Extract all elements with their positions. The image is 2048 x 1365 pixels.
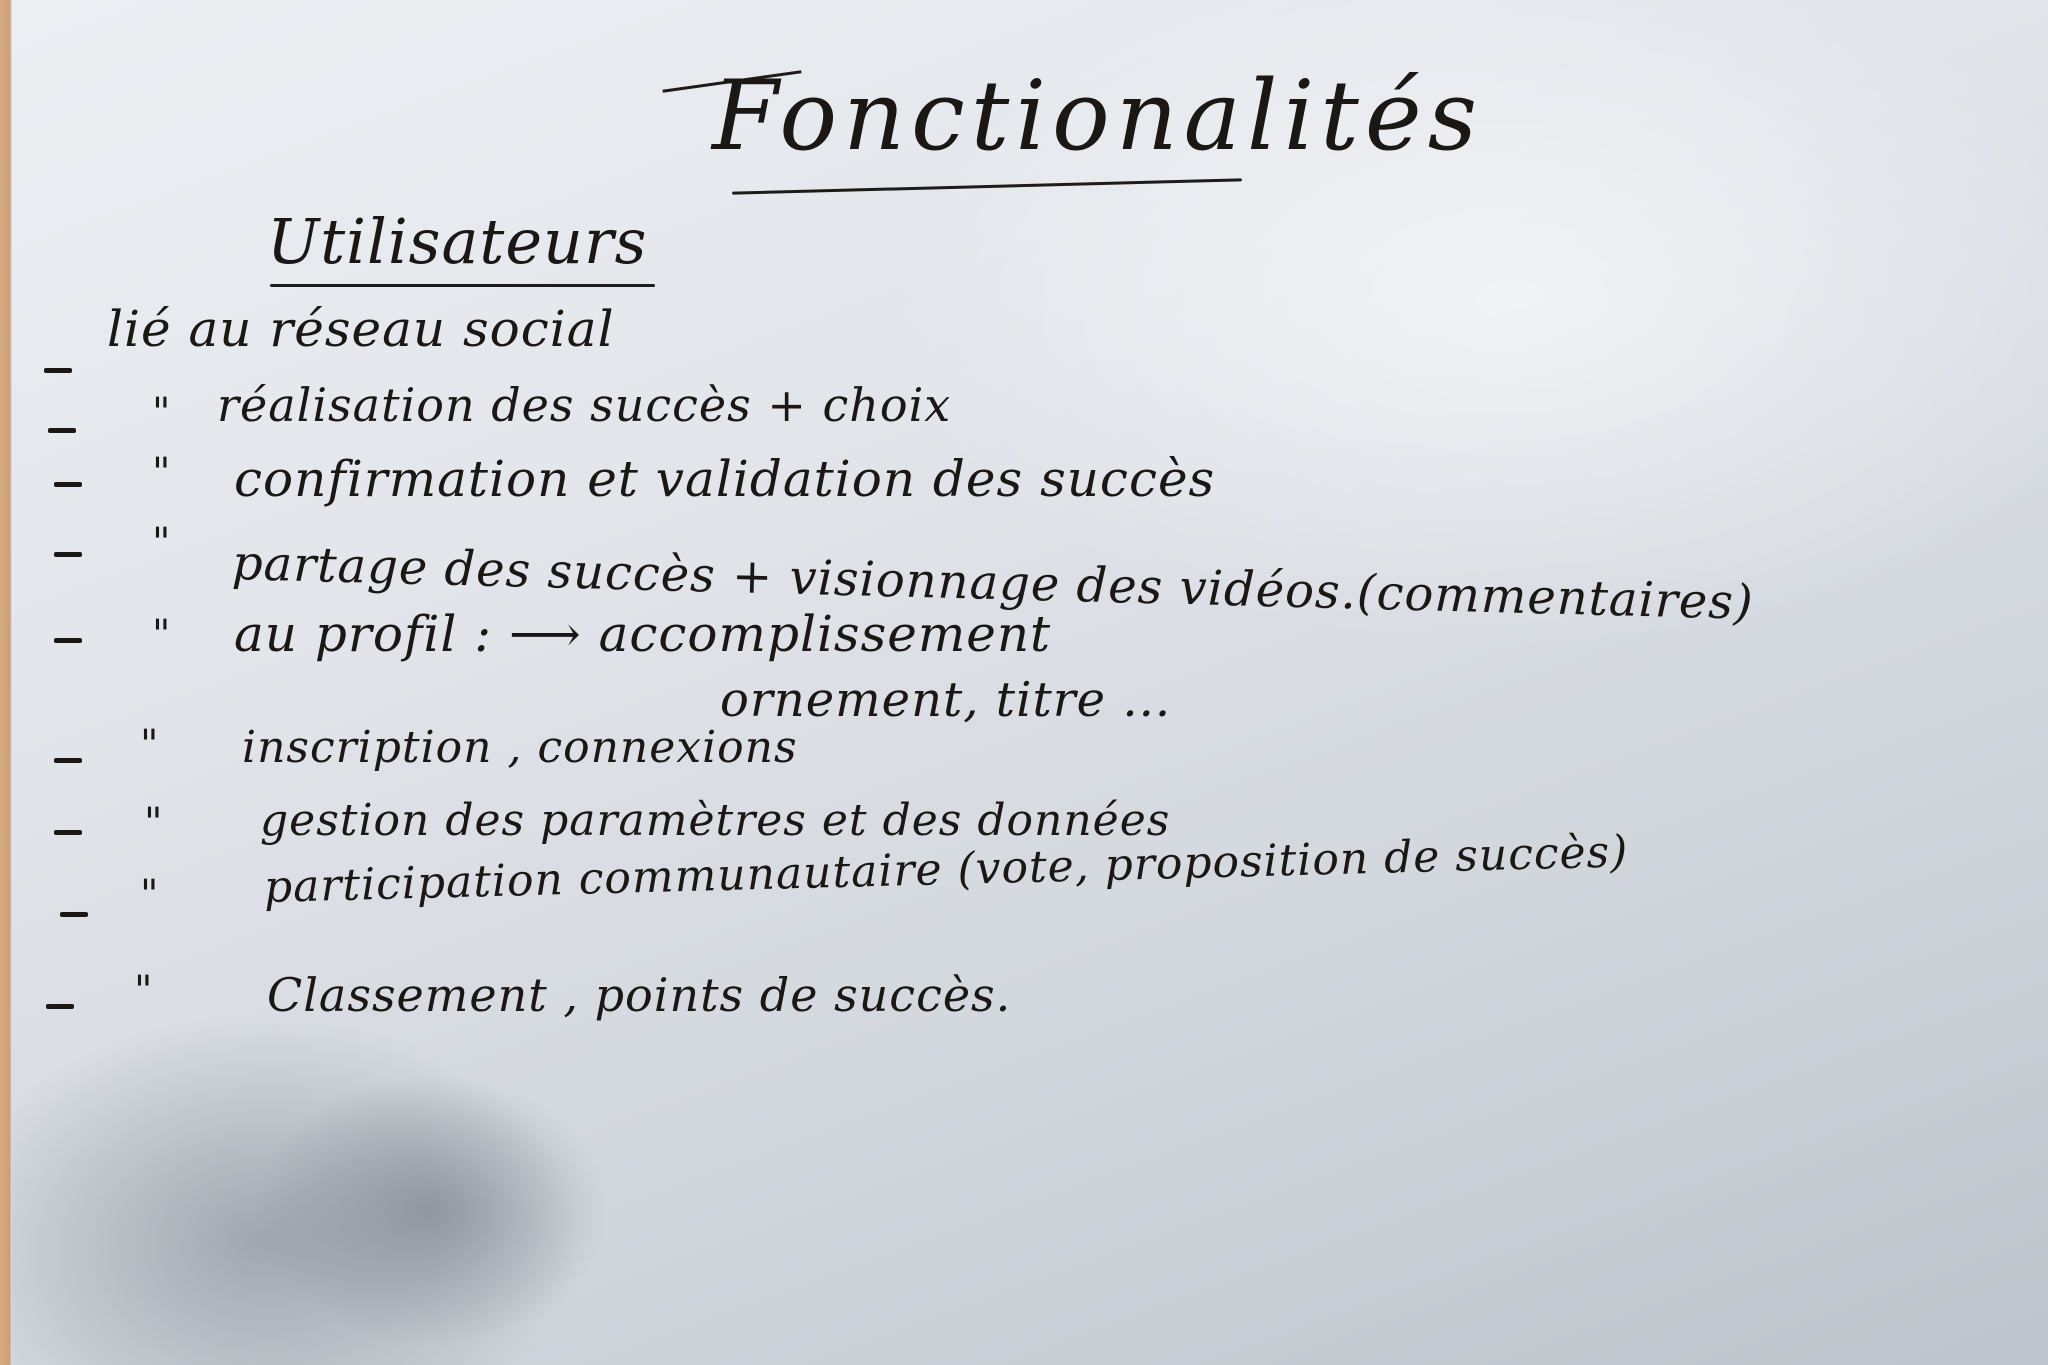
ditto-mark: " <box>152 612 171 658</box>
section-underline <box>270 284 655 287</box>
bullet-dash <box>54 552 82 557</box>
ditto-mark: " <box>152 450 171 496</box>
bullet-dash <box>46 1004 74 1009</box>
board-title: Fonctionalités <box>712 60 1483 172</box>
whiteboard-surface: Fonctionalités Utilisateurs lié au résea… <box>12 0 2048 1365</box>
ditto-mark: " <box>140 722 159 768</box>
bullet-dash <box>54 482 82 487</box>
section-heading: Utilisateurs <box>267 205 648 278</box>
ditto-mark: " <box>152 390 171 436</box>
list-item-text: inscription , connexions <box>242 722 798 773</box>
bullet-dash <box>44 368 72 373</box>
bullet-dash <box>60 912 88 917</box>
list-item-text: au profil : ⟶ accomplissement <box>234 605 1052 663</box>
bullet-dash <box>54 758 82 763</box>
ditto-mark: " <box>152 520 171 566</box>
list-item-text: réalisation des succès + choix <box>217 378 952 432</box>
bullet-dash <box>48 428 76 433</box>
bullet-dash <box>54 830 82 835</box>
list-item-text: gestion des paramètres et des données <box>260 795 1171 846</box>
title-underline <box>732 178 1242 195</box>
list-item-text: confirmation et validation des succès <box>234 450 1216 508</box>
list-item-continuation: ornement, titre ... <box>720 672 1172 728</box>
ditto-mark: " <box>144 800 163 846</box>
list-item-text: Classement , points de succès. <box>267 968 1012 1022</box>
ditto-mark: " <box>140 872 159 918</box>
ditto-mark: " <box>134 968 153 1014</box>
bullet-dash <box>54 638 82 643</box>
list-item-text: lié au réseau social <box>107 300 615 358</box>
